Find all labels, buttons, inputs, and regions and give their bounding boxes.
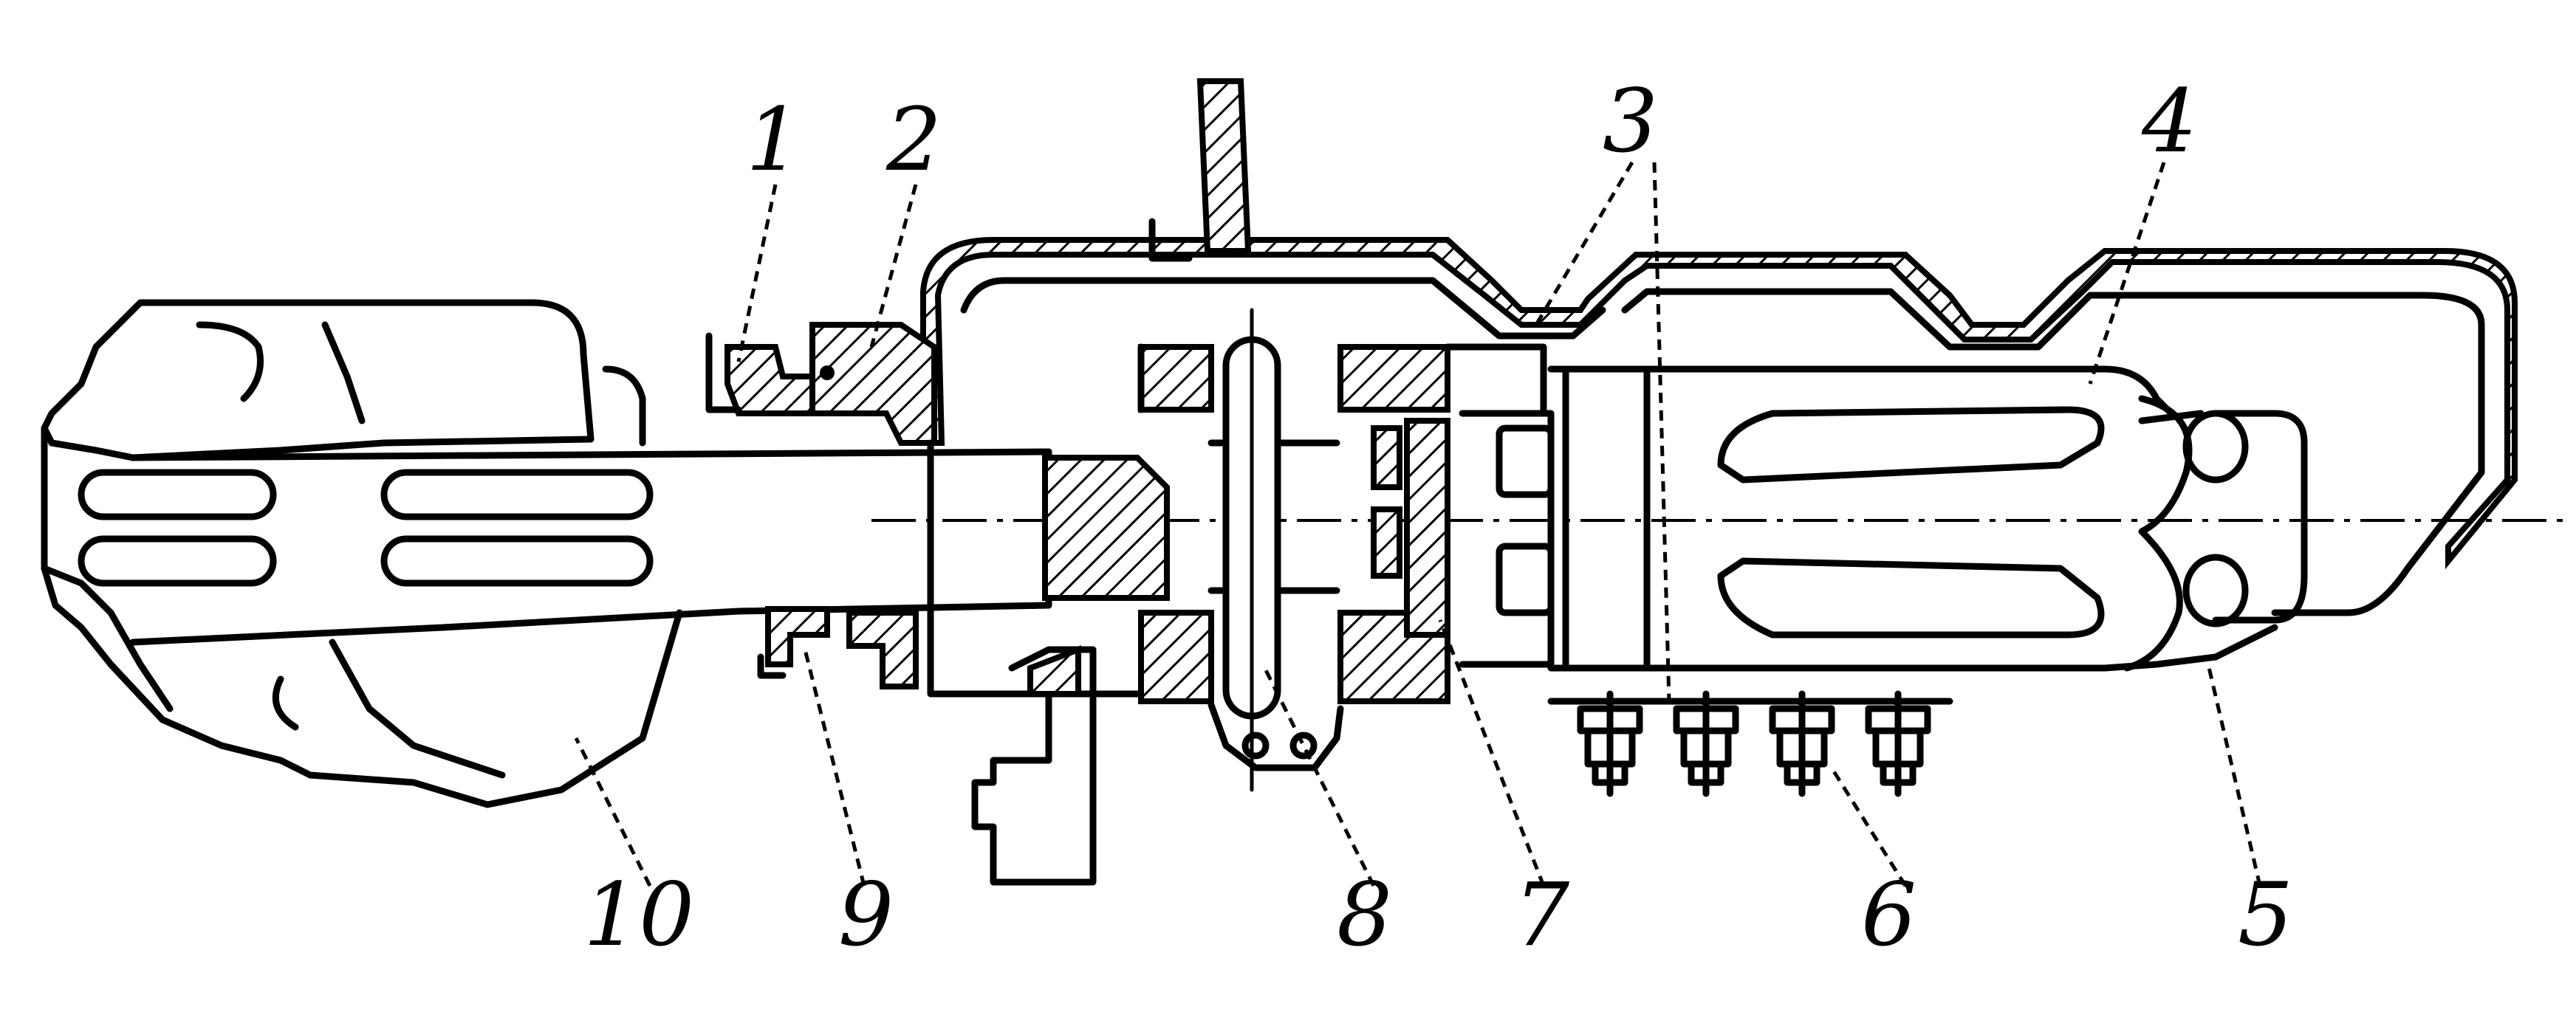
label-5: 5	[2238, 864, 2293, 966]
leader-lines	[574, 161, 2262, 887]
label-6: 6	[1861, 864, 1916, 966]
mounting-bracket	[1148, 78, 1252, 262]
label-9: 9	[838, 864, 894, 966]
rubber-spring-block	[1547, 365, 2308, 672]
lower-bracket	[971, 645, 1097, 886]
label-10: 10	[583, 864, 694, 966]
label-8: 8	[1337, 864, 1392, 966]
label-1: 1	[746, 89, 801, 190]
handle-body	[41, 299, 683, 808]
bolt	[1673, 690, 1739, 797]
label-4: 4	[2141, 70, 2197, 172]
bolt	[1769, 690, 1835, 797]
bolt	[1577, 690, 1643, 797]
label-7: 7	[1514, 864, 1569, 966]
pivot-pin	[1208, 308, 1344, 792]
label-3: 3	[1603, 70, 1658, 172]
socket-bushing	[1042, 343, 1547, 704]
outer-housing	[920, 237, 2518, 616]
label-2: 2	[886, 89, 942, 190]
fastening-bolts	[1547, 690, 1953, 797]
bolt	[1865, 690, 1931, 797]
